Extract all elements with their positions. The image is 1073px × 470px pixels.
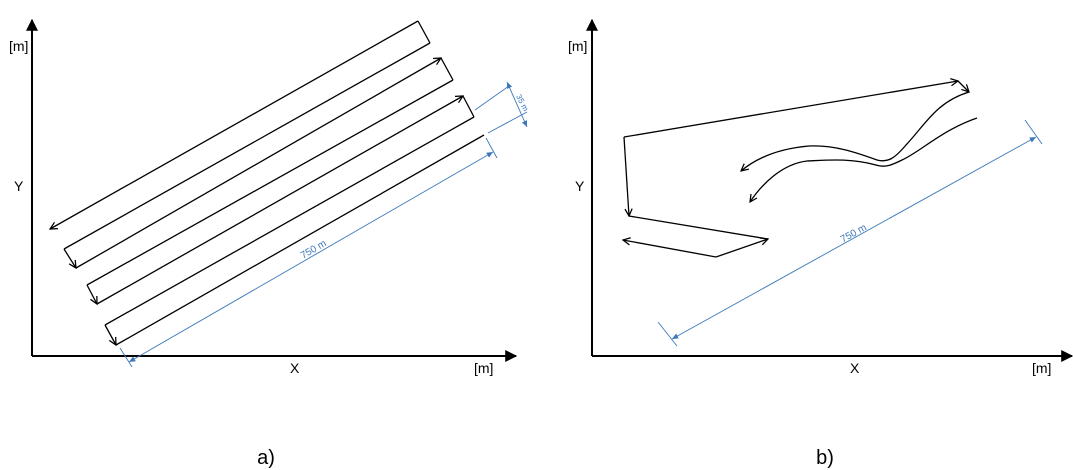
turn-3 bbox=[440, 57, 454, 81]
length-extension-2 bbox=[1024, 119, 1043, 145]
curve-outer bbox=[741, 91, 970, 171]
segment-6 bbox=[957, 80, 969, 92]
spacing-extension-2 bbox=[487, 111, 528, 134]
panel-a-caption: a) bbox=[257, 447, 275, 469]
turn-6 bbox=[104, 324, 116, 345]
pass-6 bbox=[104, 116, 475, 326]
y-axis-unit: [m] bbox=[9, 38, 28, 54]
x-axis-unit: [m] bbox=[1032, 360, 1051, 376]
pass-1 bbox=[50, 20, 419, 229]
length-dimension-line bbox=[671, 136, 1037, 340]
pass-3 bbox=[75, 58, 441, 269]
pass-4 bbox=[86, 79, 454, 286]
curve-inner bbox=[750, 117, 978, 202]
y-axis-label: Y bbox=[14, 178, 24, 194]
x-axis-unit: [m] bbox=[474, 360, 493, 376]
y-axis-unit: [m] bbox=[568, 38, 587, 54]
pass-2 bbox=[63, 42, 431, 250]
length-dimension-label: 750 m bbox=[299, 238, 329, 261]
x-axis-label: X bbox=[290, 360, 300, 376]
turn-5 bbox=[462, 95, 475, 118]
x-axis-label: X bbox=[850, 360, 860, 376]
irregular-path bbox=[623, 80, 978, 258]
pass-7 bbox=[115, 134, 485, 346]
length-dimension-line bbox=[128, 151, 494, 363]
length-extension-1 bbox=[119, 347, 133, 368]
length-dimension-label: 750 m bbox=[839, 222, 869, 245]
serpentine-path bbox=[50, 20, 485, 346]
panel-b-caption: b) bbox=[816, 447, 834, 469]
length-dimension bbox=[657, 119, 1043, 347]
turn-2 bbox=[63, 248, 76, 268]
length-extension-1 bbox=[657, 321, 678, 347]
segment-2 bbox=[715, 239, 768, 258]
length-extension-2 bbox=[485, 137, 498, 159]
turn-1 bbox=[417, 20, 431, 44]
spacing-extension-1 bbox=[474, 85, 510, 111]
turn-4 bbox=[86, 284, 97, 304]
segment-4 bbox=[623, 136, 629, 216]
segment-3 bbox=[628, 215, 769, 240]
spacing-dimension bbox=[474, 81, 528, 134]
panel-b: [m] Y X [m] 750 m b) bbox=[568, 18, 1073, 469]
spacing-dimension-line bbox=[506, 81, 528, 128]
panel-a: [m] Y X [m] 750 m bbox=[9, 18, 531, 469]
segment-5 bbox=[623, 81, 958, 138]
segment-1 bbox=[623, 240, 717, 258]
length-dimension bbox=[119, 137, 498, 368]
y-axis-label: Y bbox=[575, 178, 585, 194]
